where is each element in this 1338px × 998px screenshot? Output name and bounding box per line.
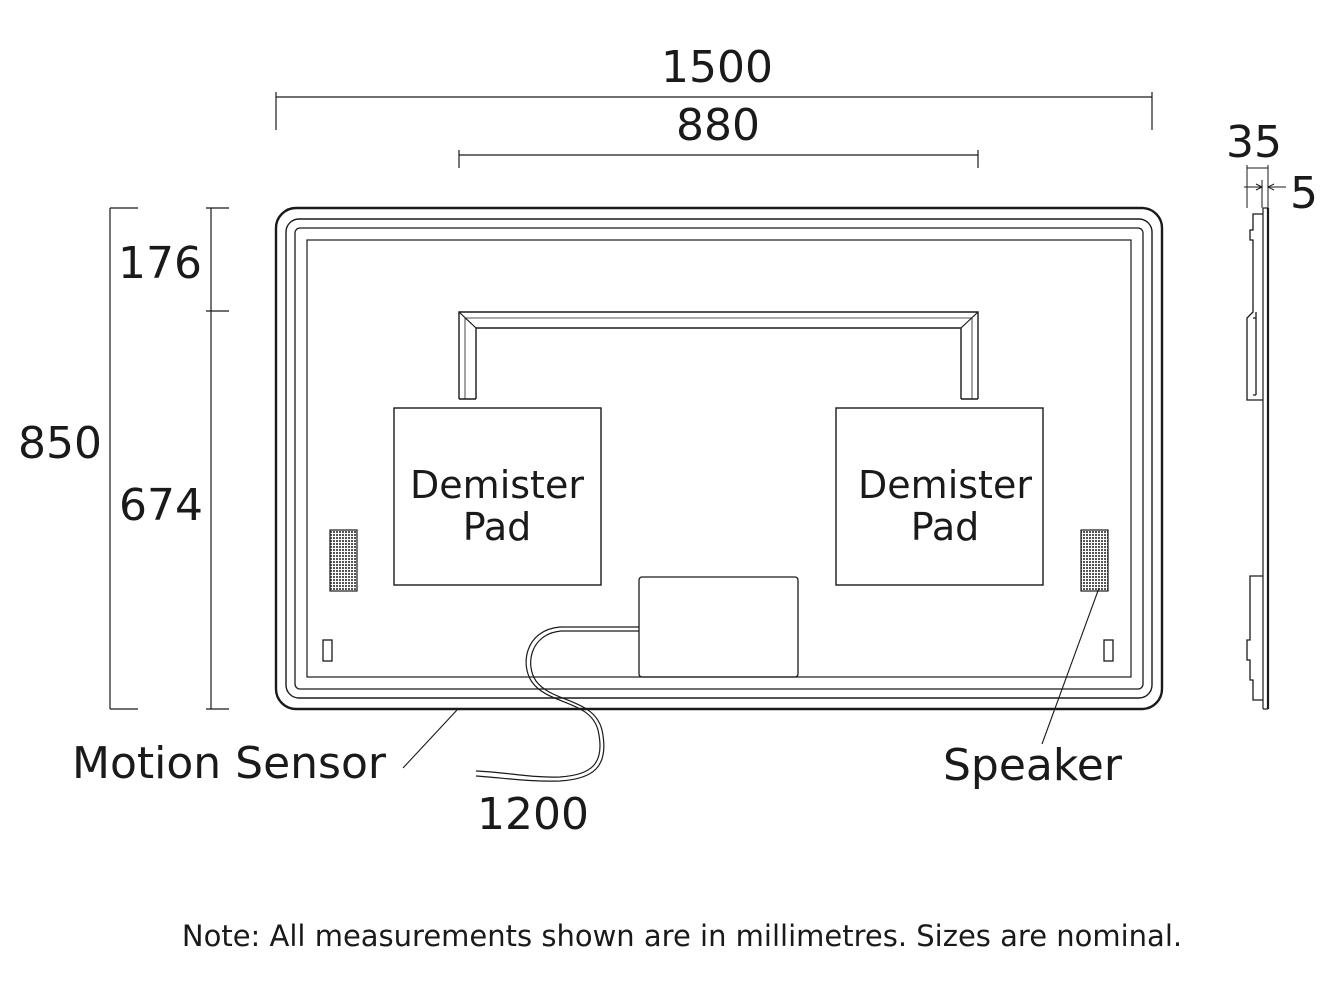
demister-pad-left bbox=[393, 407, 602, 586]
driver-box bbox=[638, 576, 799, 678]
height-upper-label: 176 bbox=[118, 238, 202, 289]
demister-pad-left-label-line2: Pad bbox=[463, 505, 532, 549]
mirror-back-panel bbox=[294, 227, 1144, 690]
speaker-left bbox=[329, 529, 358, 592]
hanger-width-dimension-line bbox=[458, 150, 979, 168]
hanging-bracket bbox=[458, 311, 979, 400]
cable-length-label: 1200 bbox=[477, 789, 589, 840]
side-profile-view bbox=[1244, 165, 1286, 710]
height-lower-label: 674 bbox=[119, 480, 203, 531]
width-total-label: 1500 bbox=[661, 42, 773, 93]
depth-back-label: 5 bbox=[1290, 168, 1318, 219]
width-dimension-line bbox=[275, 92, 1153, 130]
speaker-label: Speaker bbox=[943, 740, 1123, 791]
height-total-label: 850 bbox=[18, 418, 102, 469]
demister-pad-right-label-line1: Demister bbox=[858, 463, 1032, 507]
power-cable-second-strand bbox=[475, 630, 639, 782]
measurement-note: Note: All measurements shown are in mill… bbox=[182, 919, 1182, 953]
height-total-dimension-line bbox=[109, 207, 138, 710]
motion-sensor-label: Motion Sensor bbox=[72, 738, 387, 789]
mirror-frame-inner-edge bbox=[285, 218, 1153, 699]
mirror-back-inset bbox=[306, 239, 1132, 678]
motion-sensor-leader-line bbox=[402, 709, 458, 769]
height-split-dimension-line bbox=[206, 207, 229, 710]
speaker-right bbox=[1080, 529, 1109, 592]
depth-total-label: 35 bbox=[1226, 117, 1282, 168]
mounting-clip-left bbox=[322, 639, 333, 662]
mounting-clip-right bbox=[1103, 639, 1114, 662]
mirror-outer-frame bbox=[274, 206, 1164, 711]
demister-pad-right bbox=[835, 407, 1044, 586]
demister-pad-right-label-line2: Pad bbox=[911, 505, 980, 549]
power-cable bbox=[475, 626, 639, 778]
speaker-leader-line bbox=[1041, 587, 1100, 745]
demister-pad-left-label-line1: Demister bbox=[410, 463, 584, 507]
hanger-width-label: 880 bbox=[676, 100, 760, 151]
